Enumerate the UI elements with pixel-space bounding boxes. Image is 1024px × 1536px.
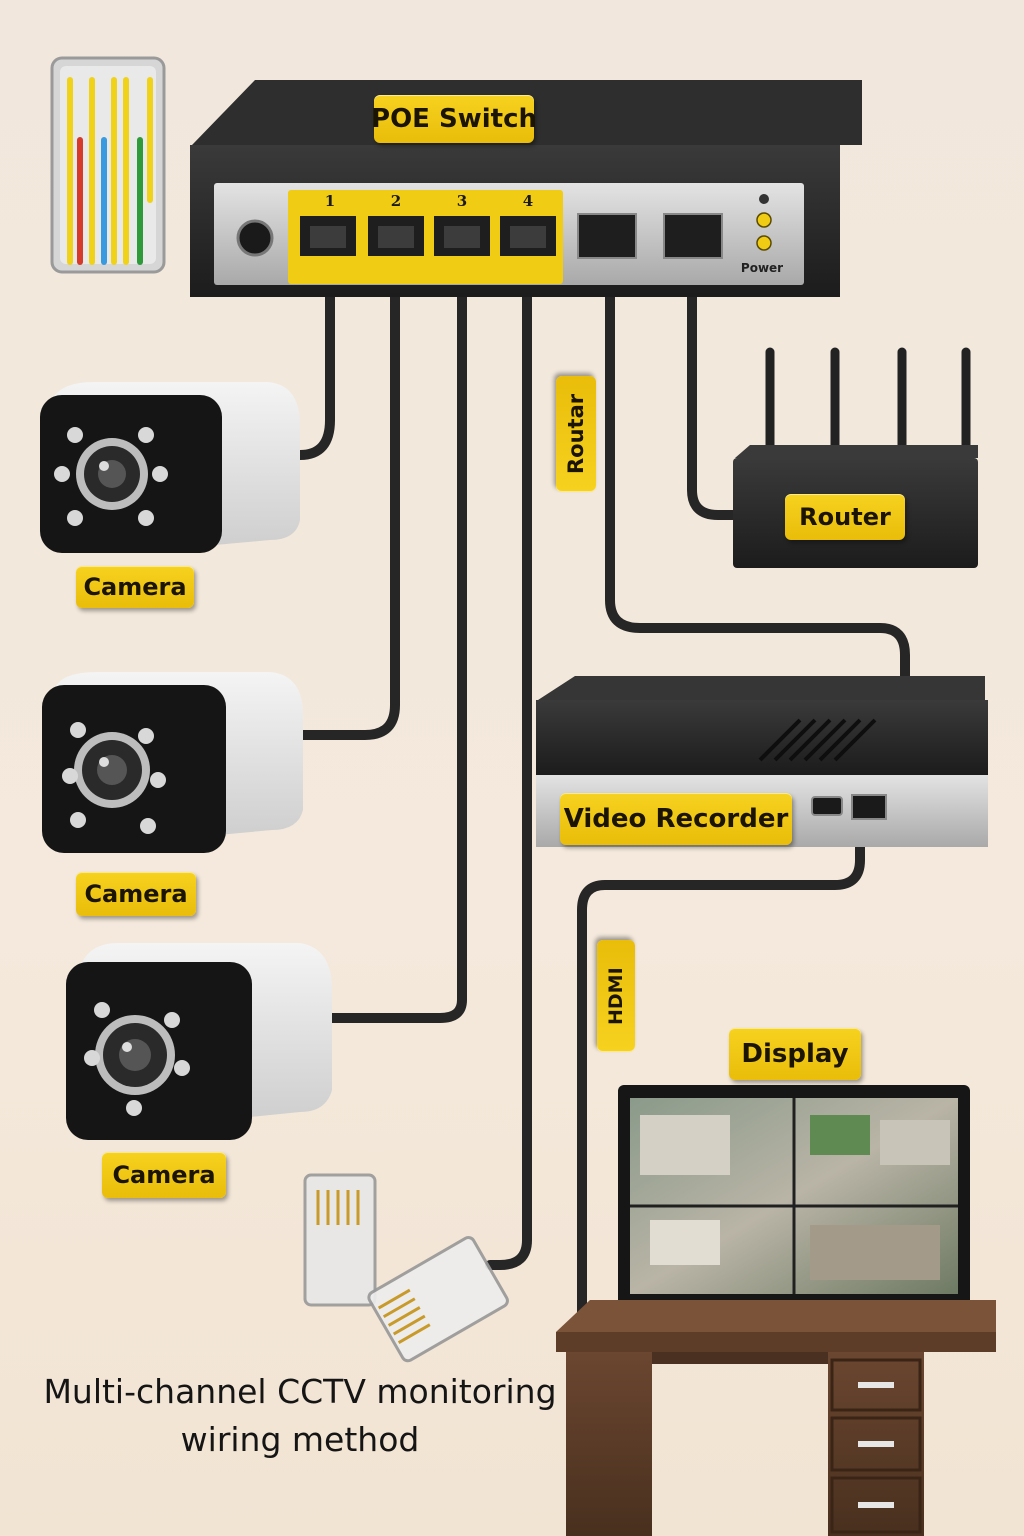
cable-uplink-router [687, 253, 745, 520]
desk [556, 1300, 996, 1536]
power-jack-icon [236, 219, 274, 257]
camera-3 [66, 943, 332, 1140]
caption-line-1: Multi-channel CCTV monitoring [43, 1372, 557, 1411]
port-number: 4 [523, 192, 533, 210]
poe-switch [190, 80, 862, 297]
router-cable-label: Routar [556, 376, 596, 492]
caption-line-2: wiring method [180, 1420, 420, 1459]
power-label: Power [741, 261, 783, 275]
rj45-wiring-icon [50, 56, 166, 274]
camera-label-2: Camera [76, 872, 196, 916]
camera-2 [42, 672, 303, 853]
desk-drawers [830, 1358, 922, 1534]
camera-label-3: Camera [102, 1152, 226, 1198]
uplink-port-1 [577, 213, 637, 259]
antenna-icon [765, 347, 971, 460]
hdmi-cable-label: HDMI [597, 940, 635, 1052]
cable-port2-camera2 [290, 257, 400, 740]
port-number: 2 [391, 192, 401, 210]
camera-label-1: Camera [76, 566, 194, 608]
port-number: 1 [325, 192, 335, 210]
cable-port3-camera3 [313, 257, 467, 1023]
video-recorder-label: Video Recorder [560, 793, 792, 845]
cable-hdmi [577, 810, 865, 1335]
rj45-plug-icon [303, 1173, 509, 1363]
port-numbers: 1 2 3 4 [325, 192, 533, 210]
uplink-port-2 [663, 213, 723, 259]
activity-led-icon [756, 212, 772, 228]
display-label: Display [729, 1028, 861, 1080]
usb-port-icon [811, 796, 843, 816]
router-label: Router [785, 494, 905, 540]
poe-switch-label: POE Switch [371, 95, 537, 143]
power-led-icon [756, 235, 772, 251]
camera-1 [40, 382, 300, 553]
port-number: 3 [457, 192, 467, 210]
cable-port1-camera1 [280, 257, 335, 460]
monitor [618, 1085, 970, 1337]
status-led-icon [759, 194, 769, 204]
poe-ports [300, 216, 556, 256]
cable-port4-rj45 [485, 257, 532, 1270]
diagram-caption: Multi-channel CCTV monitoring wiring met… [20, 1368, 580, 1464]
camera-feed-thumbnails [640, 1115, 950, 1280]
lan-port-icon [851, 794, 887, 820]
